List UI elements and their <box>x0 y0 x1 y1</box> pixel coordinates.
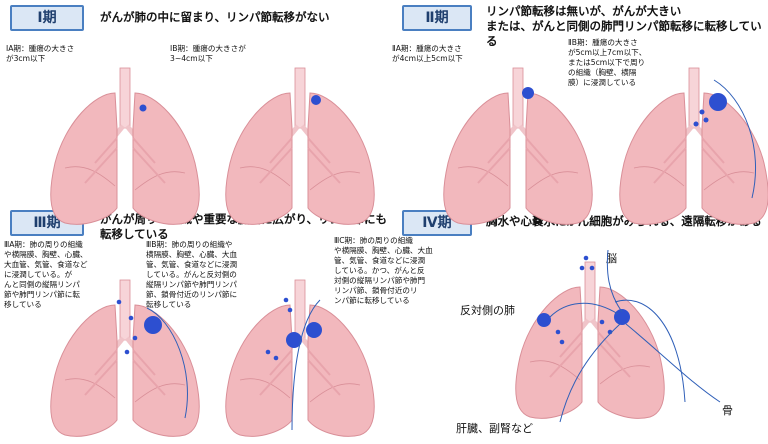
lymph-node <box>116 299 122 305</box>
tumor <box>537 313 551 327</box>
stage-1a-lungs <box>45 68 205 228</box>
liver-adrenal-label: 肝臓、副腎など <box>456 422 533 435</box>
tumor <box>306 322 322 338</box>
tumor <box>709 93 727 111</box>
stage-3b-note: ⅢB期：肺の周りの組織や 横隔膜、胸壁、心臓、大血 管、気管、食道などに浸潤 し… <box>146 240 238 309</box>
tumor <box>286 332 302 348</box>
brain-metastasis-arrow <box>606 249 623 313</box>
bone-label: 骨 <box>722 404 733 417</box>
stage-4-lungs <box>510 249 721 423</box>
lymph-node <box>287 307 293 313</box>
liver-arrow <box>559 323 621 423</box>
brain-label: 脳 <box>606 252 617 265</box>
lymph-node <box>128 315 134 321</box>
stage-3c-note: ⅢC期：肺の周りの組織 や横隔膜、胸壁、心臓、大血 管、気管、食道などに浸潤 し… <box>334 236 433 305</box>
stage-1b-lungs <box>220 68 380 228</box>
tumor <box>614 309 630 325</box>
lymph-node <box>589 265 595 271</box>
stage-1-title: がんが肺の中に留まり、リンパ節転移がない <box>100 10 330 24</box>
lymph-node <box>132 335 138 341</box>
stage-3a-note: ⅢA期：肺の周りの組織 や横隔膜、胸壁、心臓、 大血管、気管、食道など に浸潤し… <box>4 240 88 309</box>
lymph-node <box>273 355 279 361</box>
stage-2a-note: ⅡA期：腫瘍の大きさ が4cm以上5cm以下 <box>392 44 463 63</box>
stage-2a-lungs <box>438 68 598 228</box>
stage-1a-note: ⅠA期：腫瘍の大きさ が3cm以下 <box>6 44 75 63</box>
lymph-node <box>283 297 289 303</box>
stage-2b-note: ⅡB期：腫瘍の大きさ が5cm以上7cm以下、 または5cm以下で周り の組織（… <box>568 38 647 87</box>
tumor <box>311 95 321 105</box>
lymph-node <box>555 329 561 335</box>
stage-2-title: リンパ節転移は無いが、がんが大きい または、がんと同側の肺門リンパ節転移に転移し… <box>486 4 762 48</box>
tumor <box>522 87 534 99</box>
lymph-node <box>124 349 130 355</box>
bone-arrow <box>625 323 721 403</box>
lymph-node <box>265 349 271 355</box>
lymph-node <box>703 117 709 123</box>
contralateral-lung-label: 反対側の肺 <box>460 304 515 317</box>
lymph-node <box>599 319 605 325</box>
lymph-node <box>699 109 705 115</box>
stage-3a-lungs <box>45 280 205 440</box>
lymph-node <box>693 121 699 127</box>
lymph-node <box>583 255 589 261</box>
stage-3b-lungs <box>220 280 380 440</box>
lymph-node <box>579 265 585 271</box>
stage-2b-lungs <box>614 68 768 228</box>
tumor <box>144 316 162 334</box>
stage-1-badge: Ⅰ期 <box>10 5 84 31</box>
tumor <box>139 104 147 112</box>
lymph-node <box>559 339 565 345</box>
contralateral-arrow <box>549 302 619 318</box>
stage-1b-note: ⅠB期：腫瘍の大きさが 3~4cm以下 <box>170 44 246 63</box>
stage-2-badge: Ⅱ期 <box>402 5 472 31</box>
